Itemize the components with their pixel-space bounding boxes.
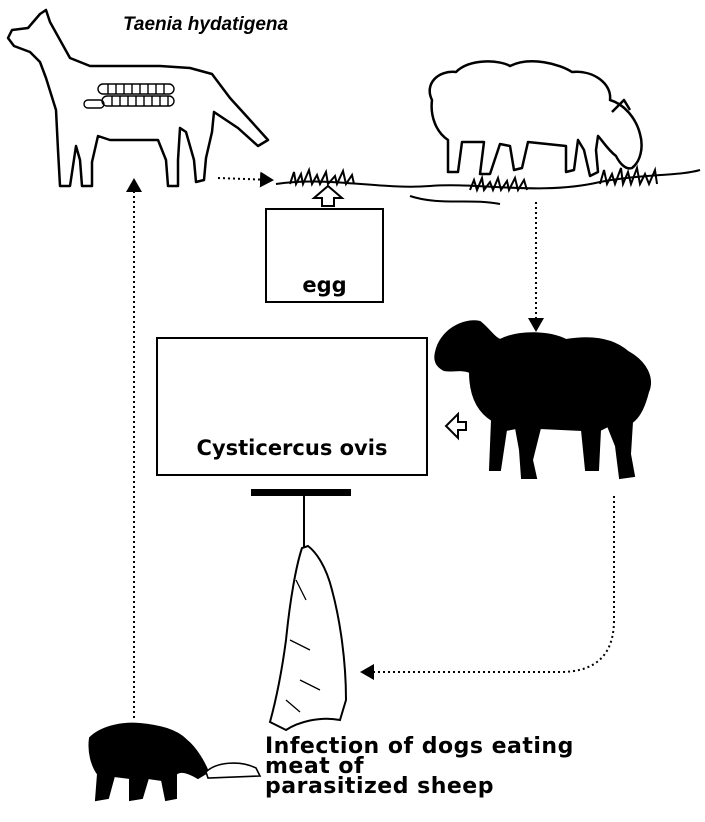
sheep-grazing-icon [430, 61, 642, 176]
egg-label: egg [267, 273, 382, 297]
meat-scrap-icon [206, 763, 260, 778]
arrow-dog-to-pasture [218, 178, 272, 180]
cysticercus-label: Cysticercus ovis [158, 436, 426, 460]
hollow-arrow-icon [314, 186, 342, 206]
feeding-dog-icon [89, 724, 208, 800]
tapeworm-icon [84, 84, 174, 108]
caption-line: parasitized sheep [265, 777, 685, 797]
dog-icon [8, 10, 268, 186]
cysticercus-box: Cysticercus ovis [156, 337, 428, 476]
arrow-sheep-to-carcass [362, 496, 614, 672]
diagram-title: Taenia hydatigena [123, 14, 288, 36]
egg-box: egg [265, 208, 384, 303]
infected-sheep-icon [435, 321, 650, 478]
caption: Infection of dogs eating meat of parasit… [265, 737, 685, 797]
hanging-carcass-icon [252, 490, 350, 730]
hollow-arrow-icon [446, 414, 466, 438]
